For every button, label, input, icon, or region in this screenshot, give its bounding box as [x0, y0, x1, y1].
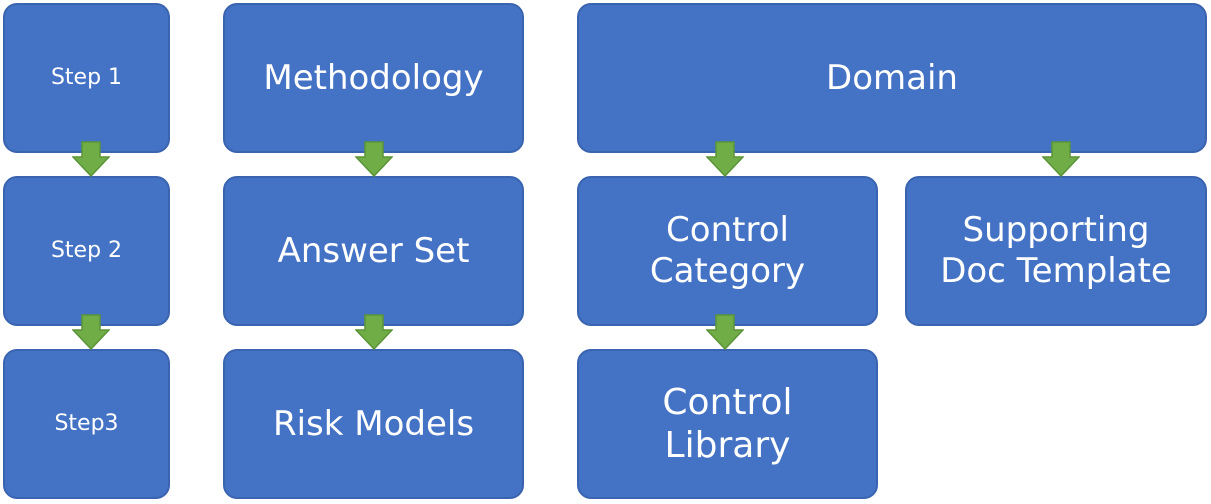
supporting-doc-template-box: Supporting Doc Template	[905, 176, 1207, 326]
arrow-down-icon	[72, 141, 110, 177]
control-category-box: Control Category	[577, 176, 878, 326]
supporting-doc-template-line2: Doc Template	[940, 251, 1172, 291]
step-1-label: Step 1	[50, 64, 123, 90]
step-3-box: Step3	[3, 349, 170, 499]
control-library-line1: Control	[662, 381, 793, 423]
step-2-label: Step 2	[50, 237, 123, 263]
domain-box: Domain	[577, 3, 1207, 153]
domain-label: Domain	[826, 57, 958, 98]
control-library-box: Control Library	[577, 349, 878, 499]
risk-models-box: Risk Models	[223, 349, 524, 499]
supporting-doc-template-line1: Supporting	[962, 210, 1150, 251]
control-category-line2: Category	[649, 251, 806, 291]
control-library-line2: Library	[664, 425, 791, 466]
step-2-box: Step 2	[3, 176, 170, 326]
risk-models-label: Risk Models	[272, 403, 475, 444]
arrow-down-icon	[355, 141, 393, 177]
step-1-box: Step 1	[3, 3, 170, 153]
arrow-down-icon	[706, 314, 744, 350]
step-3-label: Step3	[54, 410, 119, 436]
control-category-line1: Control	[666, 210, 789, 251]
answer-set-label: Answer Set	[277, 230, 470, 271]
arrow-down-icon	[1042, 141, 1080, 177]
arrow-down-icon	[72, 314, 110, 350]
arrow-down-icon	[355, 314, 393, 350]
answer-set-box: Answer Set	[223, 176, 524, 326]
methodology-label: Methodology	[263, 57, 484, 98]
arrow-down-icon	[706, 141, 744, 177]
methodology-box: Methodology	[223, 3, 524, 153]
